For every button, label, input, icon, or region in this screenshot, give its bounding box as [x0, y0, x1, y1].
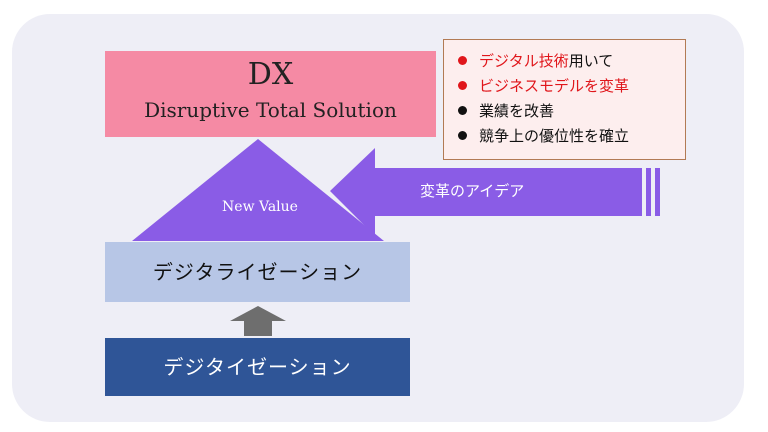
- idea-arrow-stripe: [655, 168, 660, 216]
- bullet-text: 業績を改善: [479, 102, 555, 120]
- bullet-item: デジタル技術用いて: [458, 48, 685, 73]
- up-arrow-icon: [230, 306, 286, 336]
- digitalization-box: デジタライゼーション: [105, 242, 410, 302]
- bullet-dot: [458, 131, 467, 140]
- new-value-triangle: [132, 139, 384, 241]
- bullet-item: 競争上の優位性を確立: [458, 123, 685, 148]
- bullet-item: 業績を改善: [458, 98, 685, 123]
- idea-arrow-label: 変革のアイデア: [420, 182, 525, 200]
- dx-subtitle: Disruptive Total Solution: [144, 98, 397, 122]
- idea-arrow: [330, 148, 642, 236]
- bullet-highlight: ビジネスモデルを変革: [479, 77, 630, 95]
- bullet-text: 用いて: [568, 52, 614, 70]
- bullet-dot: [458, 81, 467, 90]
- definition-box: デジタル技術用いて ビジネスモデルを変革 業績を改善 競争上の優位性を確立: [443, 39, 686, 160]
- dx-box: DX Disruptive Total Solution: [105, 51, 436, 137]
- new-value-label: New Value: [222, 199, 298, 215]
- idea-arrow-stripe: [646, 168, 651, 216]
- bullet-dot: [458, 106, 467, 115]
- dx-title: DX: [247, 57, 294, 92]
- bullet-text: 競争上の優位性を確立: [479, 127, 630, 145]
- bullet-item: ビジネスモデルを変革: [458, 73, 685, 98]
- bullet-highlight: デジタル技術: [479, 52, 569, 70]
- digitization-box: デジタイゼーション: [105, 338, 410, 396]
- bullet-dot: [458, 56, 467, 65]
